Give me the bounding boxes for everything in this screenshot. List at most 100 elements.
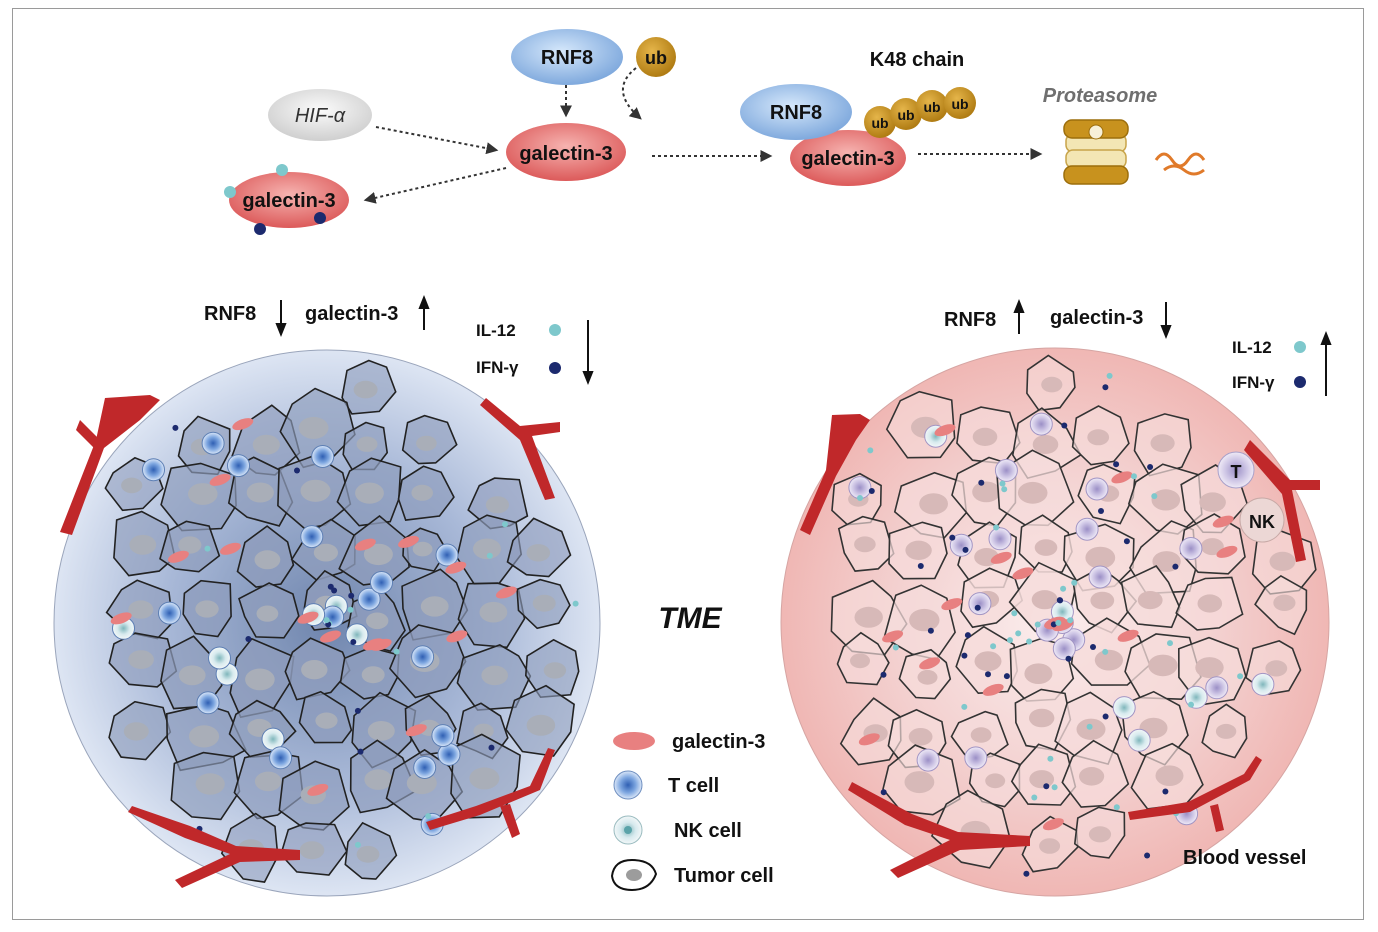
tumor-cell-nucleus <box>256 605 279 622</box>
il12-particle <box>1086 723 1093 730</box>
t-cell <box>413 756 437 779</box>
nk-cell <box>1251 672 1275 696</box>
galectin3-particle <box>307 783 329 796</box>
galectin3-particle <box>941 598 963 611</box>
ifng-dot <box>314 212 326 224</box>
right-galectin3-label: galectin-3 <box>1050 307 1143 329</box>
tumor-cell-nucleus <box>299 841 325 860</box>
t-cell <box>321 605 345 629</box>
tumor-cell-nucleus <box>364 769 393 790</box>
right-nk-cell-labelled: NK <box>1239 497 1285 543</box>
ifng-particle <box>172 424 179 431</box>
t-cell <box>269 746 293 770</box>
tumor-cell-nucleus <box>905 540 932 560</box>
t-cell <box>1205 676 1229 700</box>
tumor-cell-nucleus <box>178 665 206 686</box>
il12-particle <box>1151 493 1158 500</box>
tumor-cell-nucleus <box>1151 489 1181 511</box>
tumor-cell-nucleus <box>1088 826 1112 843</box>
left-galectin3-label: galectin-3 <box>305 303 398 325</box>
tumor-cell-nucleus <box>123 722 149 741</box>
il12-particle <box>1167 640 1173 647</box>
hif-node: HIF-α <box>268 89 372 141</box>
tumor-cell-nucleus <box>188 483 218 505</box>
galectin3-label-secreted: galectin-3 <box>242 190 335 212</box>
hif-label: HIF-α <box>295 105 346 127</box>
ifng-particle <box>1057 597 1064 604</box>
tumor-cell-nucleus <box>254 550 281 570</box>
right-panel: RNF8 galectin-3 IL-12 IFN-γ T NK Blood v… <box>780 299 1332 897</box>
il12-particle <box>990 643 997 650</box>
ub-label: ub <box>645 48 667 68</box>
il12-particle <box>1055 619 1062 626</box>
ub-node: ub <box>636 37 676 77</box>
tumor-cell-nucleus <box>481 665 509 686</box>
tumor-cell-nucleus <box>1032 435 1059 454</box>
ub-chain-label: ub <box>923 99 940 115</box>
tumor-cell-nucleus <box>1200 538 1224 556</box>
tumor-cell-nucleus <box>315 712 338 729</box>
k48-chain-label: K48 chain <box>870 49 964 71</box>
t-cell <box>968 592 992 616</box>
galectin3-particle <box>882 630 904 643</box>
pathway-arrows <box>363 67 1043 204</box>
il12-particle <box>867 447 874 454</box>
tumor-cell-nucleus <box>1031 590 1058 610</box>
legend-t-cell-label: T cell <box>668 775 719 797</box>
tumor-cell-nucleus <box>1041 376 1063 393</box>
galectin3-label-complex: galectin-3 <box>801 148 894 170</box>
tumor-cell-nucleus <box>355 482 384 504</box>
right-il12-label: IL-12 <box>1232 338 1272 357</box>
galectin3-particle <box>1216 545 1238 558</box>
ifng-particle <box>917 563 924 569</box>
tumor-cell-nucleus <box>1199 492 1226 512</box>
t-cell <box>431 724 455 748</box>
rnf8-node-top: RNF8 <box>511 29 623 85</box>
ub-chain-label: ub <box>897 107 914 123</box>
galectin3-particle <box>1117 629 1139 642</box>
galectin3-particle <box>990 551 1012 564</box>
left-blood-vessels <box>60 395 560 888</box>
il12-particle <box>1131 473 1137 480</box>
il12-particle <box>1011 610 1018 617</box>
t-cell <box>1085 477 1109 501</box>
right-t-cell-labelled: T <box>1217 451 1255 489</box>
galectin3-node-center: galectin-3 <box>506 123 626 181</box>
tumor-cell-nucleus <box>908 728 933 746</box>
tumor-cell-nucleus <box>1269 551 1296 572</box>
ifng-particle <box>962 546 969 553</box>
tumor-cell-nucleus <box>301 660 328 680</box>
tumor-cell-nucleus <box>473 723 494 739</box>
t-cell <box>1075 517 1099 541</box>
ifng-particle <box>1113 461 1120 468</box>
tumor-cell-nucleus <box>850 653 870 669</box>
ifng-particle <box>1123 538 1130 545</box>
il12-dot <box>224 186 236 198</box>
tumor-cell-nucleus <box>1079 767 1105 786</box>
galectin3-particle <box>446 630 468 643</box>
ub-chain-label: ub <box>871 115 888 131</box>
tumor-cell-nucleus <box>252 434 280 455</box>
tumor-cell-nucleus <box>854 536 876 553</box>
tumor-cell-nucleus <box>526 714 556 736</box>
left-ifng-dot <box>549 362 561 374</box>
tumor-cell-nucleus <box>1155 765 1184 786</box>
tumor-cell-nucleus <box>356 436 378 452</box>
ifng-particle <box>880 671 887 678</box>
tumor-cell-nucleus <box>300 479 331 502</box>
right-il12-dot <box>1294 341 1306 353</box>
tumor-cell-nucleus <box>195 600 219 618</box>
ub-chain-label: ub <box>951 96 968 112</box>
ifng-particle <box>978 479 985 486</box>
tumor-cell-nucleus <box>1148 654 1178 677</box>
t-cell <box>300 525 324 549</box>
ifng-particle <box>868 488 875 494</box>
tumor-cell-nucleus <box>1024 663 1053 684</box>
legend-tumor-cell: Tumor cell <box>610 858 774 892</box>
galectin3-label-center: galectin-3 <box>519 143 612 165</box>
tumor-cell-nucleus <box>1090 591 1115 610</box>
il12-particle <box>1060 585 1067 592</box>
tumor-cell-nucleus <box>479 601 508 623</box>
il12-particle <box>1015 630 1022 637</box>
